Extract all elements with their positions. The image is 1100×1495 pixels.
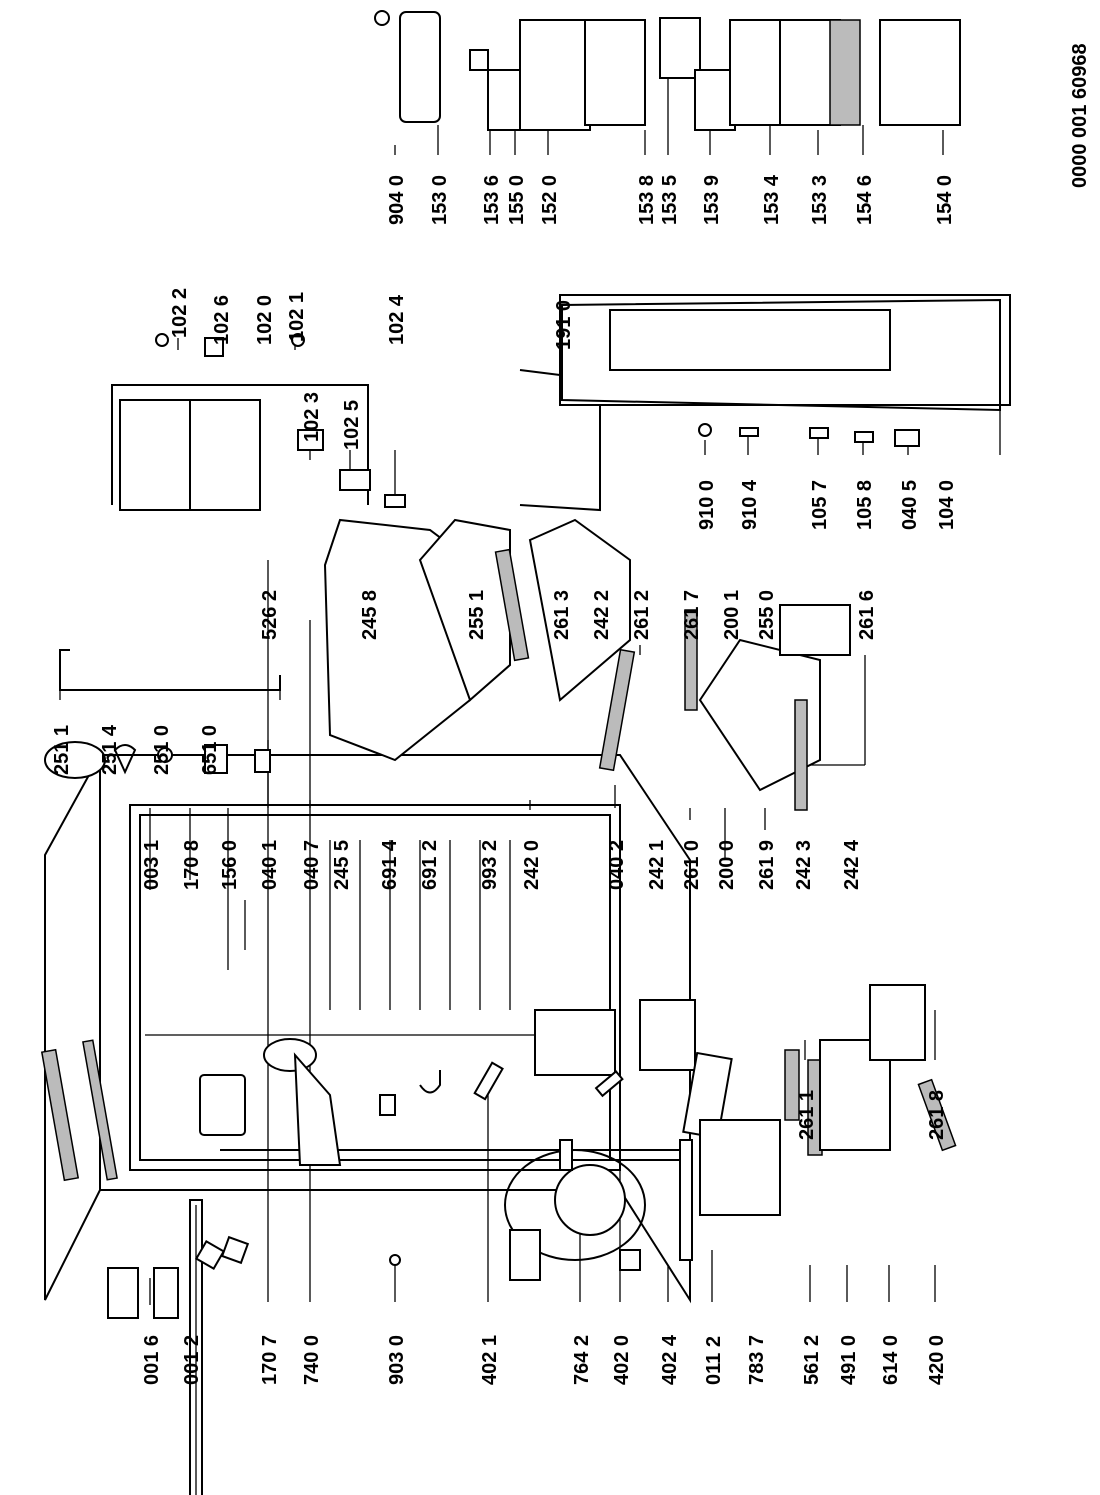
- part-label-001-6: 001 6: [141, 1334, 163, 1385]
- part-label-251-4: 251 4: [99, 724, 121, 775]
- part-label-993-2: 993 2: [479, 839, 501, 890]
- part-label-242-0: 242 0: [521, 839, 543, 890]
- part-label-910-0: 910 0: [696, 479, 718, 530]
- part-label-153-4: 153 4: [761, 174, 783, 225]
- part-label-102-1: 102 1: [286, 291, 308, 342]
- part-label-105-7: 105 7: [809, 479, 831, 530]
- part-label-420-0: 420 0: [926, 1334, 948, 1385]
- part-label-040-5: 040 5: [899, 479, 921, 530]
- part-label-242-1: 242 1: [646, 839, 668, 890]
- cabinet-parts: [40, 984, 957, 1319]
- part-label-783-7: 783 7: [746, 1334, 768, 1385]
- part-label-040-7: 040 7: [301, 839, 323, 890]
- part-label-152-0: 152 0: [539, 174, 561, 225]
- document-number: 0000 001 60968: [1069, 43, 1091, 188]
- part-label-153-9: 153 9: [701, 174, 723, 225]
- part-label-740-0: 740 0: [301, 1334, 323, 1385]
- part-label-153-8: 153 8: [636, 174, 658, 225]
- part-label-003-1: 003 1: [141, 839, 163, 890]
- part-label-102-0: 102 0: [254, 294, 276, 345]
- part-label-200-0: 200 0: [716, 839, 738, 890]
- part-label-001-2: 001 2: [181, 1334, 203, 1385]
- part-label-561-2: 561 2: [801, 1334, 823, 1385]
- door-and-door-bins: [119, 10, 1011, 512]
- group-bracket-526-2: [59, 649, 281, 691]
- part-label-651-0: 651 0: [199, 724, 221, 775]
- part-label-156-0: 156 0: [219, 839, 241, 890]
- group-bracket-102-0: [111, 384, 369, 505]
- part-label-242-2: 242 2: [591, 589, 613, 640]
- part-label-170-8: 170 8: [181, 839, 203, 890]
- part-label-251-1: 251 1: [51, 724, 73, 775]
- part-label-402-1: 402 1: [479, 1334, 501, 1385]
- part-label-614-0: 614 0: [880, 1334, 902, 1385]
- part-label-402-4: 402 4: [659, 1334, 681, 1385]
- part-label-153-3: 153 3: [809, 174, 831, 225]
- part-label-102-5: 102 5: [341, 399, 363, 450]
- part-label-903-0: 903 0: [386, 1334, 408, 1385]
- part-label-102-4: 102 4: [386, 294, 408, 345]
- part-label-104-0: 104 0: [936, 479, 958, 530]
- part-label-402-0: 402 0: [611, 1334, 633, 1385]
- part-label-251-0: 251 0: [151, 724, 173, 775]
- part-label-261-7: 261 7: [681, 589, 703, 640]
- part-label-242-4: 242 4: [841, 839, 863, 890]
- part-label-155-0: 155 0: [506, 174, 528, 225]
- part-label-261-6: 261 6: [856, 589, 878, 640]
- part-label-102-2: 102 2: [169, 287, 191, 338]
- part-label-154-6: 154 6: [854, 174, 876, 225]
- part-label-153-5: 153 5: [659, 174, 681, 225]
- part-label-691-2: 691 2: [419, 839, 441, 890]
- part-label-904-0: 904 0: [386, 174, 408, 225]
- part-label-242-3: 242 3: [793, 839, 815, 890]
- part-label-261-3: 261 3: [551, 589, 573, 640]
- part-label-691-4: 691 4: [379, 839, 401, 890]
- part-label-102-3: 102 3: [301, 391, 323, 442]
- part-label-255-1: 255 1: [466, 589, 488, 640]
- part-label-191-0: 191 0: [553, 299, 575, 350]
- part-label-910-4: 910 4: [739, 479, 761, 530]
- part-label-153-0: 153 0: [429, 174, 451, 225]
- part-label-170-7: 170 7: [259, 1334, 281, 1385]
- part-label-105-8: 105 8: [854, 479, 876, 530]
- part-label-261-2: 261 2: [631, 589, 653, 640]
- part-label-261-9: 261 9: [756, 839, 778, 890]
- part-label-040-1: 040 1: [259, 839, 281, 890]
- part-label-764-2: 764 2: [571, 1334, 593, 1385]
- part-label-245-8: 245 8: [359, 589, 381, 640]
- part-label-153-6: 153 6: [481, 174, 503, 225]
- part-label-526-2: 526 2: [259, 589, 281, 640]
- part-label-154-0: 154 0: [934, 174, 956, 225]
- part-label-200-1: 200 1: [721, 589, 743, 640]
- part-label-261-0: 261 0: [681, 839, 703, 890]
- part-label-040-2: 040 2: [606, 839, 628, 890]
- part-label-255-0: 255 0: [756, 589, 778, 640]
- part-label-102-6: 102 6: [211, 294, 233, 345]
- part-label-261-8: 261 8: [926, 1089, 948, 1140]
- part-label-245-5: 245 5: [331, 839, 353, 890]
- part-label-011-2: 011 2: [703, 1336, 725, 1385]
- part-label-261-1: 261 1: [796, 1089, 818, 1140]
- shelves-and-drawers: [44, 518, 851, 811]
- part-label-491-0: 491 0: [838, 1334, 860, 1385]
